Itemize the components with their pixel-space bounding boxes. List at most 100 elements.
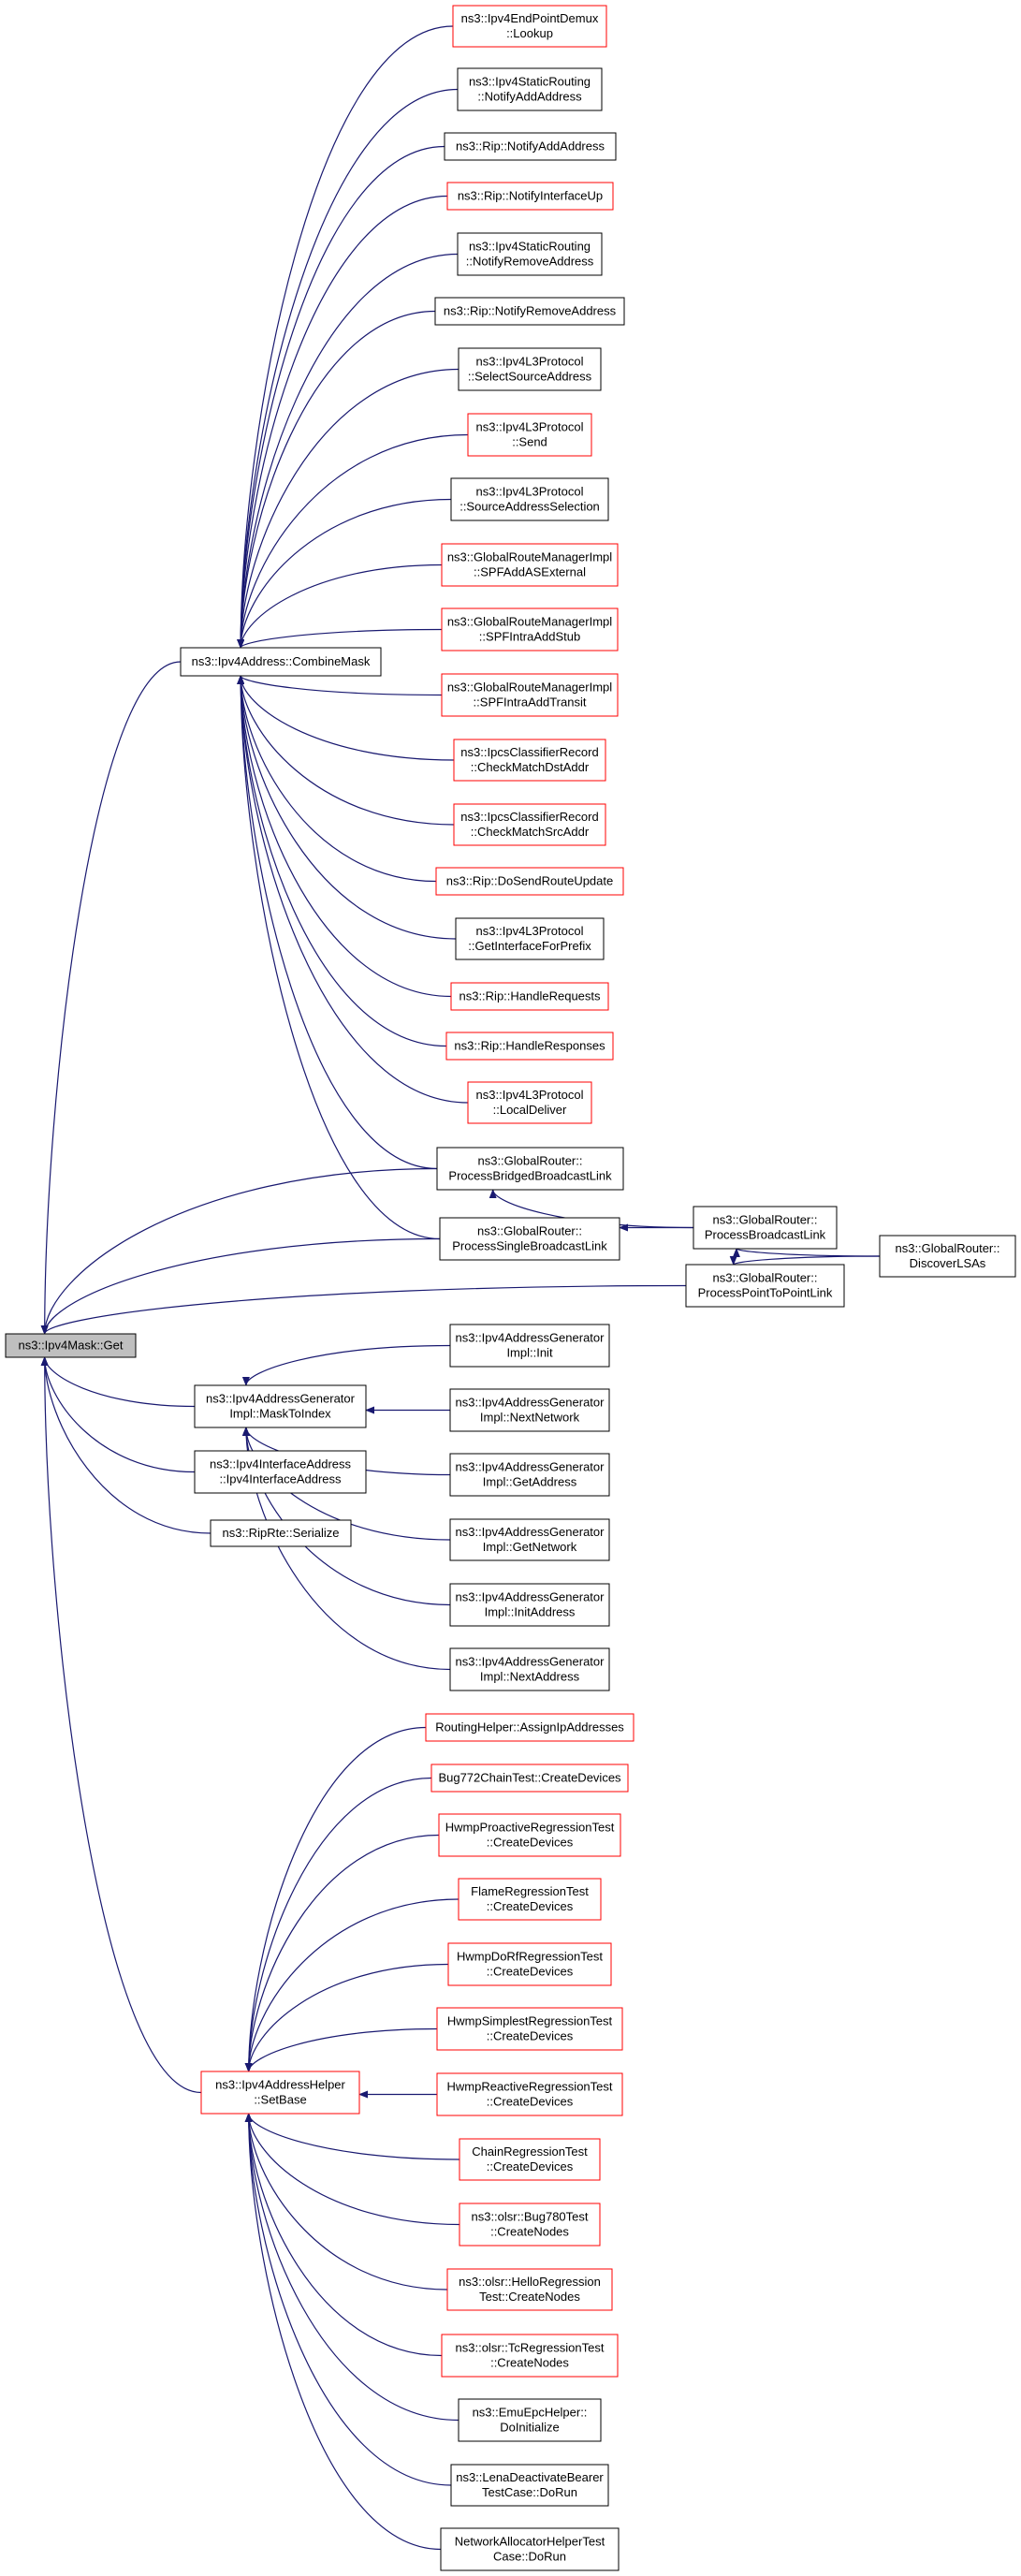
edge-s_chain-to-setbase [244, 2113, 460, 2160]
node-label: ProcessBroadcastLink [705, 1228, 826, 1242]
edge-n_bridged-to-combine [237, 675, 438, 1170]
node-n_ripNotifyRem[interactable]: ns3::Rip::NotifyRemoveAddress [434, 297, 625, 326]
node-label: ::NotifyAddAddress [477, 90, 582, 104]
node-label: DoInitialize [500, 2421, 560, 2435]
node-s_hello[interactable]: ns3::olsr::HelloRegressionTest::CreateNo… [446, 2268, 613, 2311]
node-box [440, 2527, 620, 2571]
node-box [444, 132, 617, 161]
node-n_ripRte[interactable]: ns3::RipRte::Serialize [210, 1519, 352, 1547]
node-n_ripReq[interactable]: ns3::Rip::HandleRequests [450, 982, 609, 1011]
node-n_ripResp[interactable]: ns3::Rip::HandleResponses [445, 1032, 614, 1061]
node-n_bcast[interactable]: ns3::GlobalRouter::ProcessBroadcastLink [693, 1206, 838, 1250]
node-label: ::LocalDeliver [493, 1103, 567, 1117]
node-n_selSrc[interactable]: ns3::Ipv4L3Protocol::SelectSourceAddress [458, 347, 602, 391]
node-label: ::GetInterfaceForPrefix [468, 939, 591, 953]
node-n_gNextAddr[interactable]: ns3::Ipv4AddressGeneratorImpl::NextAddre… [449, 1647, 610, 1691]
node-s_hwmpDo[interactable]: HwmpDoRfRegressionTest::CreateDevices [447, 1942, 612, 1986]
node-s_bug772[interactable]: Bug772ChainTest::CreateDevices [430, 1764, 629, 1793]
edge-combine-to-root [40, 661, 182, 1335]
node-s_hwmpSimp[interactable]: HwmpSimplestRegressionTest::CreateDevice… [436, 2007, 623, 2051]
node-n_p2p[interactable]: ns3::GlobalRouter::ProcessPointToPointLi… [685, 1264, 845, 1308]
node-box [445, 1032, 614, 1061]
edge-n_ripNotifyAdd-to-combine [237, 145, 445, 649]
node-label: Bug772ChainTest::CreateDevices [438, 1771, 621, 1785]
node-n_gGetAddr[interactable]: ns3::Ipv4AddressGeneratorImpl::GetAddres… [449, 1453, 610, 1497]
edge-n_ifAddr-to-root [40, 1356, 196, 1473]
node-s_chain[interactable]: ChainRegressionTest::CreateDevices [459, 2138, 601, 2181]
node-root[interactable]: ns3::Ipv4Mask::Get [5, 1333, 137, 1358]
node-box [457, 67, 603, 111]
node-n_local[interactable]: ns3::Ipv4L3Protocol::LocalDeliver [467, 1081, 592, 1124]
node-n_gGetNet[interactable]: ns3::Ipv4AddressGeneratorImpl::GetNetwor… [449, 1518, 610, 1561]
node-n_srNotifyAdd[interactable]: ns3::Ipv4StaticRouting::NotifyAddAddress [457, 67, 603, 111]
edge-s_hwmpDo-to-setbase [244, 1963, 449, 2072]
node-box [452, 5, 607, 48]
edge-n_lookup-to-combine [237, 25, 454, 649]
node-label: HwmpReactiveRegressionTest [446, 2080, 612, 2094]
node-label: ns3::Ipv4AddressGenerator [456, 1655, 605, 1669]
node-n_spfTransit[interactable]: ns3::GlobalRouteManagerImpl::SPFIntraAdd… [441, 673, 619, 717]
node-box [439, 1217, 620, 1261]
nodes-layer: ns3::Ipv4Mask::Get ns3::Ipv4Address::Comb… [5, 5, 1016, 2571]
node-box [180, 647, 382, 677]
node-box [449, 1518, 610, 1561]
node-label: ns3::Ipv4AddressGenerator [456, 1525, 605, 1539]
node-n_gInitAddr[interactable]: ns3::Ipv4AddressGeneratorImpl::InitAddre… [449, 1583, 610, 1627]
node-n_bridged[interactable]: ns3::GlobalRouter::ProcessBridgedBroadca… [436, 1147, 624, 1191]
edge-n_local-to-combine [237, 675, 469, 1104]
node-label: Impl::NextAddress [480, 1670, 580, 1684]
node-label: ::CheckMatchDstAddr [471, 760, 590, 774]
node-label: Impl::Init [506, 1346, 553, 1360]
node-n_disc[interactable]: ns3::GlobalRouter::DiscoverLSAs [879, 1235, 1016, 1278]
node-n_spfExt[interactable]: ns3::GlobalRouteManagerImpl::SPFAddASExt… [441, 543, 619, 587]
node-n_gNextNet[interactable]: ns3::Ipv4AddressGeneratorImpl::NextNetwo… [449, 1388, 610, 1432]
node-n_srcSel[interactable]: ns3::Ipv4L3Protocol::SourceAddressSelect… [450, 477, 609, 521]
node-box [459, 2203, 601, 2247]
node-n_ifAddr[interactable]: ns3::Ipv4InterfaceAddress::Ipv4Interface… [194, 1450, 367, 1494]
edge-n_selSrc-to-combine [237, 368, 459, 649]
node-box [441, 607, 619, 651]
node-label: HwmpProactiveRegressionTest [445, 1821, 615, 1835]
edge-n_ipcsDst-to-combine [237, 675, 455, 761]
node-n_ipcsDst[interactable]: ns3::IpcsClassifierRecord::CheckMatchDst… [453, 739, 606, 782]
node-n_ipcsSrc[interactable]: ns3::IpcsClassifierRecord::CheckMatchSrc… [453, 803, 606, 846]
node-s_routing[interactable]: RoutingHelper::AssignIpAddresses [425, 1713, 634, 1742]
node-label: ns3::Rip::HandleResponses [454, 1039, 605, 1053]
node-box [453, 739, 606, 782]
node-s_bug780[interactable]: ns3::olsr::Bug780Test::CreateNodes [459, 2203, 601, 2247]
node-n_getIf[interactable]: ns3::Ipv4L3Protocol::GetInterfaceForPref… [455, 917, 605, 960]
node-n_srNotifyRem[interactable]: ns3::Ipv4StaticRouting::NotifyRemoveAddr… [457, 232, 603, 276]
node-label: ns3::IpcsClassifierRecord [460, 745, 598, 759]
node-n_ripIfUp[interactable]: ns3::Rip::NotifyInterfaceUp [446, 182, 614, 211]
node-s_emu[interactable]: ns3::EmuEpcHelper::DoInitialize [458, 2398, 602, 2442]
node-label: ns3::Ipv4Address::CombineMask [192, 654, 371, 668]
node-n_mask[interactable]: ns3::Ipv4AddressGeneratorImpl::MaskToInd… [194, 1384, 367, 1428]
node-combine[interactable]: ns3::Ipv4Address::CombineMask [180, 647, 382, 677]
node-n_send[interactable]: ns3::Ipv4L3Protocol::Send [467, 413, 592, 457]
node-label: ns3::Ipv4AddressGenerator [456, 1331, 605, 1345]
node-s_tc[interactable]: ns3::olsr::TcRegressionTest::CreateNodes [441, 2334, 619, 2378]
node-s_hwmpReact[interactable]: HwmpReactiveRegressionTest::CreateDevice… [436, 2072, 623, 2116]
edge-n_gGetNet-to-n_mask [241, 1427, 451, 1541]
node-box [458, 2398, 602, 2442]
node-label: ns3::GlobalRouter:: [712, 1271, 817, 1285]
node-setbase[interactable]: ns3::Ipv4AddressHelper::SetBase [200, 2071, 360, 2115]
node-n_single[interactable]: ns3::GlobalRouter::ProcessSingleBroadcas… [439, 1217, 620, 1261]
node-label: Impl::MaskToIndex [229, 1407, 331, 1421]
node-s_flame[interactable]: FlameRegressionTest::CreateDevices [458, 1878, 602, 1921]
node-label: ::Send [512, 435, 547, 449]
node-s_hwmpPro[interactable]: HwmpProactiveRegressionTest::CreateDevic… [438, 1813, 621, 1857]
node-n_ripSend[interactable]: ns3::Rip::DoSendRouteUpdate [435, 867, 624, 896]
node-label: ::SPFIntraAddTransit [474, 695, 587, 710]
edge-s_netalloc-to-setbase [244, 2113, 442, 2551]
node-n_ripNotifyAdd[interactable]: ns3::Rip::NotifyAddAddress [444, 132, 617, 161]
node-label: TestCase::DoRun [482, 2485, 577, 2499]
node-n_spfStub[interactable]: ns3::GlobalRouteManagerImpl::SPFIntraAdd… [441, 607, 619, 651]
edge-s_routing-to-setbase [244, 1726, 427, 2072]
edge-n_ripIfUp-to-combine [237, 195, 448, 649]
node-n_lookup[interactable]: ns3::Ipv4EndPointDemux::Lookup [452, 5, 607, 48]
